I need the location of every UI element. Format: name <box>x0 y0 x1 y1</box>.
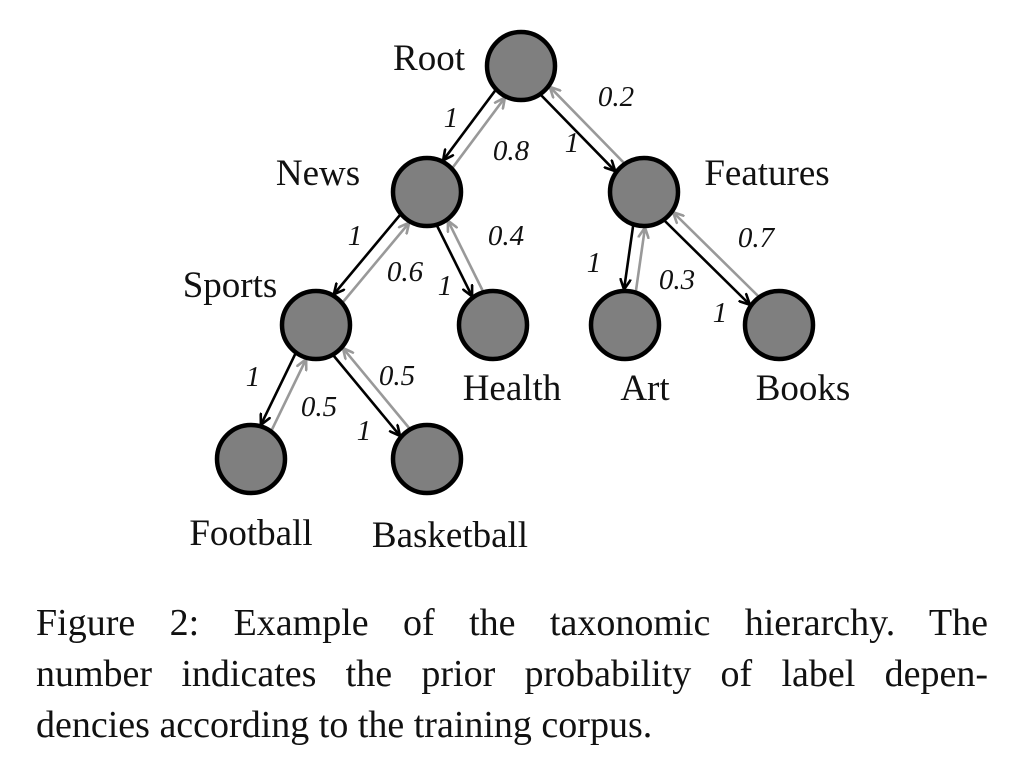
node-label-root: Root <box>393 38 466 79</box>
node-label-features: Features <box>704 153 829 194</box>
edge-up-basketball-sports <box>344 349 411 430</box>
edge-prob-up-football: 1 <box>246 361 261 393</box>
nodes-layer <box>214 29 816 496</box>
node-features <box>607 155 681 229</box>
edge-up-news-root <box>451 98 504 170</box>
edge-prob-up-basketball: 1 <box>357 415 372 447</box>
edge-prob-down-football: 0.5 <box>301 391 337 423</box>
node-sports <box>279 288 353 362</box>
edge-prob-down-health: 0.4 <box>488 220 524 252</box>
node-label-news: News <box>276 153 360 194</box>
edge-prob-down-art: 0.3 <box>659 264 695 296</box>
edge-down-features-art <box>624 224 635 289</box>
edge-up-football-sports <box>270 360 305 432</box>
node-label-books: Books <box>756 368 851 409</box>
edge-prob-down-features: 0.2 <box>598 81 634 113</box>
node-label-basketball: Basketball <box>372 515 528 556</box>
edges-layer <box>261 88 760 436</box>
edge-down-news-sports <box>334 213 402 293</box>
node-health <box>456 288 530 362</box>
node-football <box>214 422 288 496</box>
node-basketball <box>390 422 464 496</box>
node-label-sports: Sports <box>183 265 278 306</box>
node-root <box>484 29 558 103</box>
edge-up-books-features <box>674 213 760 298</box>
edge-down-root-features <box>539 93 614 171</box>
node-books <box>742 288 816 362</box>
edge-down-sports-basketball <box>332 354 399 435</box>
caption-line-2: number indicates the prior probability o… <box>36 653 988 695</box>
edge-down-news-health <box>435 224 472 295</box>
edge-down-sports-football <box>261 352 297 424</box>
edge-prob-up-features: 1 <box>565 127 580 159</box>
edge-prob-down-basketball: 0.5 <box>379 360 415 392</box>
node-label-football: Football <box>189 513 312 554</box>
edge-prob-up-sports: 1 <box>348 220 363 252</box>
edge-down-features-books <box>663 219 749 304</box>
edge-prob-down-news: 0.8 <box>493 135 530 167</box>
edge-prob-down-books: 0.7 <box>738 222 776 254</box>
edge-up-art-features <box>634 228 645 293</box>
node-label-health: Health <box>463 368 562 409</box>
edge-prob-up-art: 1 <box>587 247 602 279</box>
edge-down-root-news <box>444 88 497 160</box>
edge-prob-up-books: 1 <box>713 297 728 329</box>
caption-line-3: dencies according to the training corpus… <box>36 704 653 746</box>
edge-prob-up-health: 1 <box>438 270 453 302</box>
figure-caption: Figure 2: Example of the taxonomic hiera… <box>36 598 988 751</box>
edge-prob-up-news: 1 <box>444 102 459 134</box>
caption-line-1: Figure 2: Example of the taxonomic hiera… <box>36 602 988 644</box>
node-news <box>390 155 464 229</box>
edge-up-health-news <box>448 222 485 293</box>
node-label-art: Art <box>620 368 670 409</box>
edge-up-features-root <box>550 88 626 165</box>
edge-up-sports-news <box>341 223 408 304</box>
edge-prob-down-sports: 0.6 <box>387 256 424 288</box>
node-art <box>588 288 662 362</box>
